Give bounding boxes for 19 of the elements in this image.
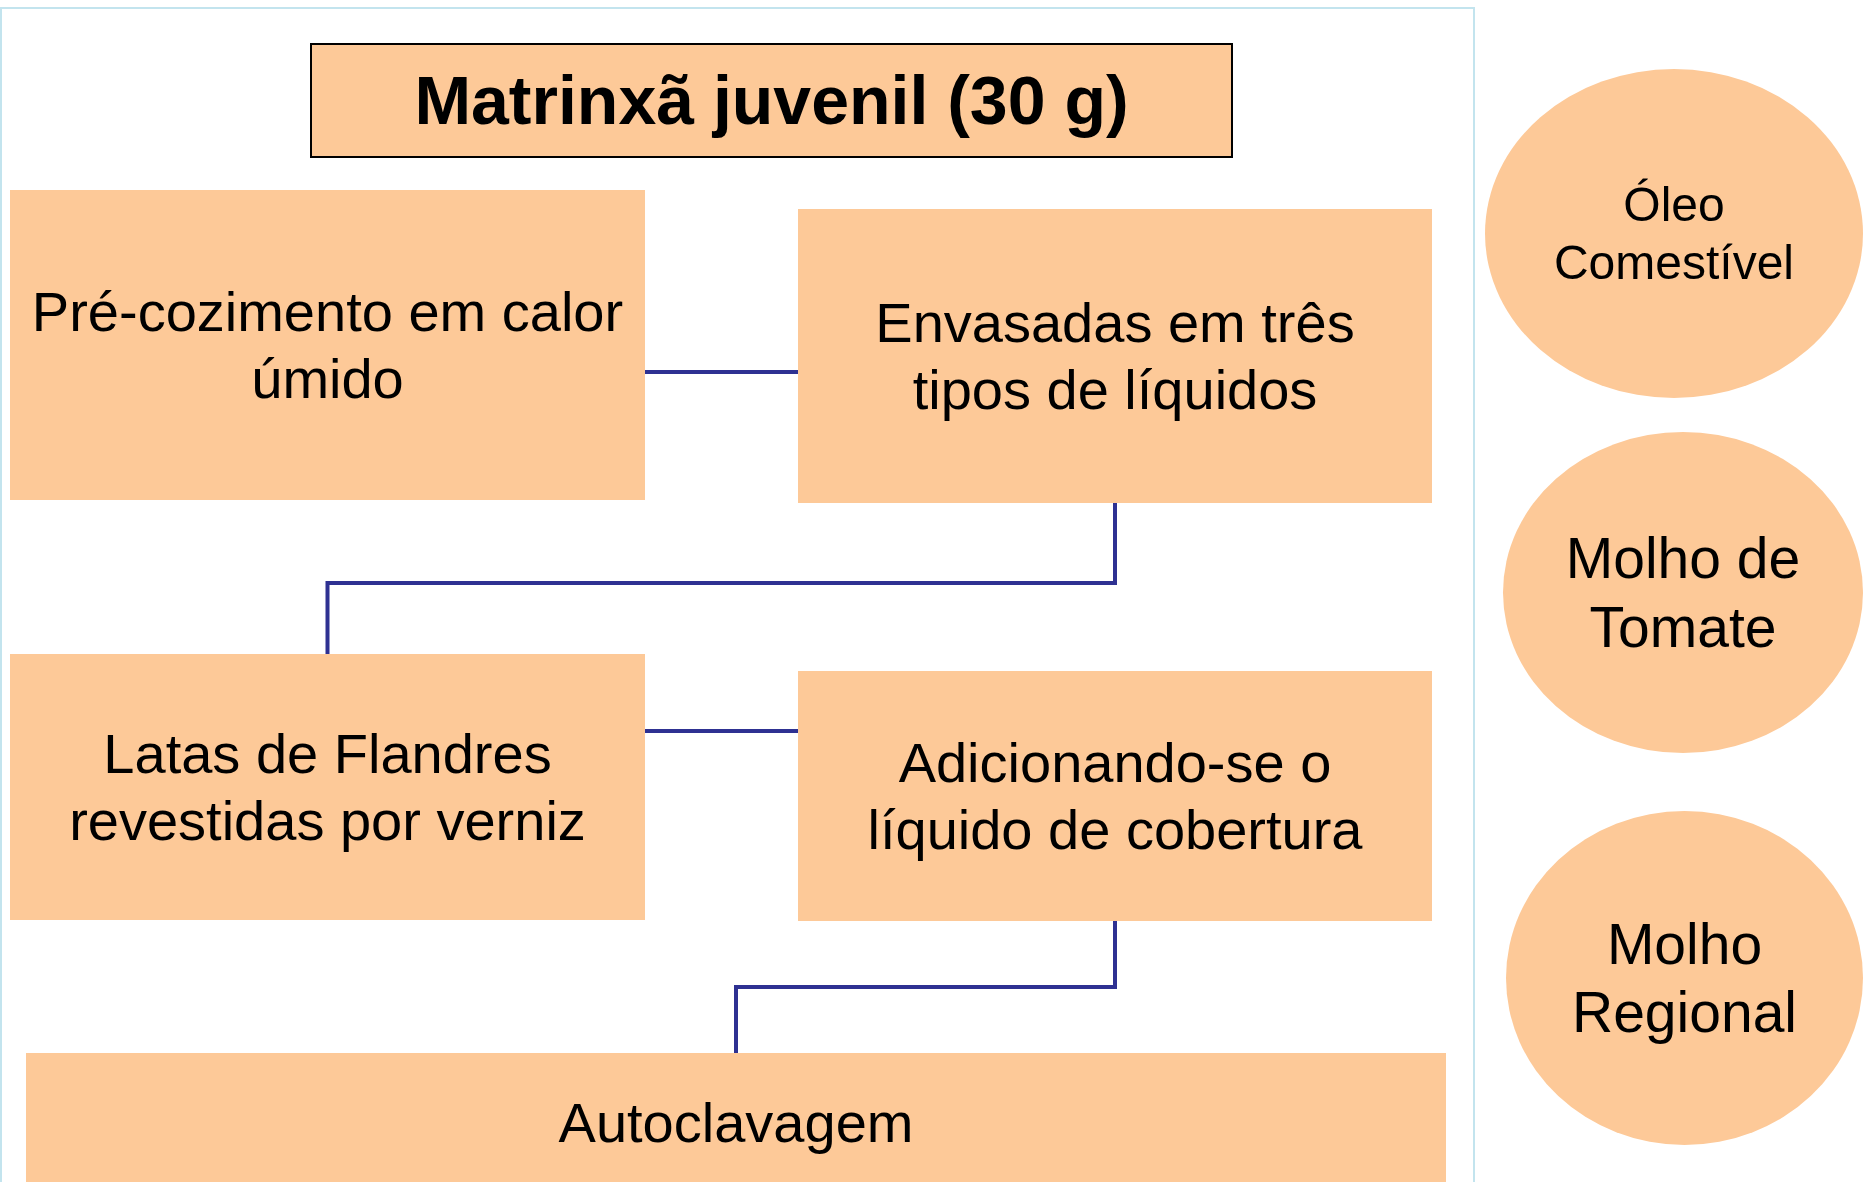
process-box xyxy=(798,209,1432,503)
node-text: Adicionando-se o líquido de cobertura xyxy=(866,729,1364,863)
node-text: Latas de Flandres revestidas por verniz xyxy=(68,720,587,854)
node-text: Autoclavagem xyxy=(557,1090,915,1157)
process-box xyxy=(26,1053,1446,1182)
node-text: Pré-cozimento em calor úmido xyxy=(30,278,625,412)
node-text: Molho Regional xyxy=(1571,910,1798,1046)
title-box xyxy=(310,43,1233,158)
process-box xyxy=(10,190,645,500)
connector-line xyxy=(645,729,798,733)
process-box xyxy=(10,654,645,920)
title-text: Matrinxã juvenil (30 g) xyxy=(413,60,1130,140)
connector-line xyxy=(325,503,1117,654)
node-text: Óleo Comestível xyxy=(1552,176,1796,291)
node-text: Molho de Tomate xyxy=(1564,525,1802,661)
node-text: Envasadas em três tipos de líquidos xyxy=(874,289,1356,423)
connector-line xyxy=(645,370,798,374)
connector-line xyxy=(734,921,1117,1053)
process-box xyxy=(798,671,1432,921)
